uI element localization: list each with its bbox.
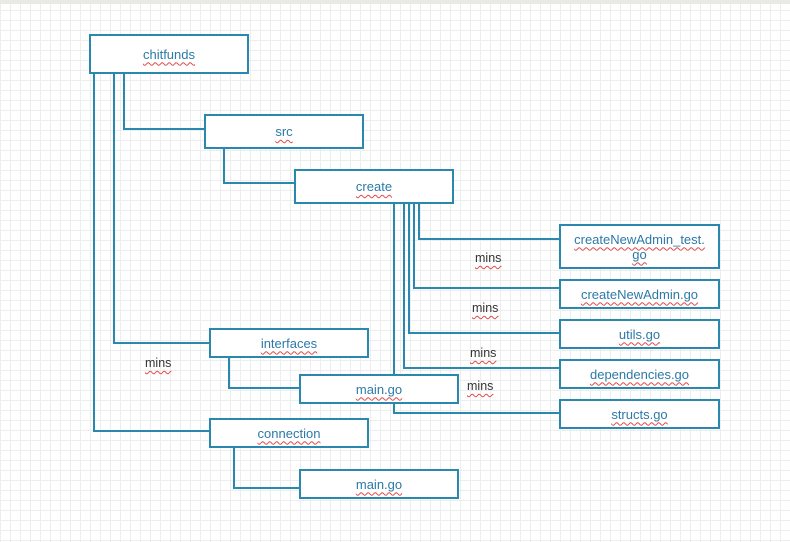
file-dependencies-label: dependencies.go [589,366,690,382]
file-createnewadmin-label: createNewAdmin.go [580,286,699,302]
folder-src[interactable]: src [204,114,364,149]
annotation-mins-dependencies: mins [470,346,497,360]
file-structs[interactable]: structs.go [559,399,720,429]
connector-chitfunds-connection [93,74,209,432]
folder-chitfunds-label: chitfunds [142,46,196,62]
folder-create-label: create [355,179,393,194]
connector-create-structs [393,204,559,414]
file-createnewadmin-test[interactable]: createNewAdmin_test. go [559,224,720,269]
folder-interfaces-label: interfaces [260,335,318,351]
file-structs-label: structs.go [611,406,668,422]
connector-src-create [223,149,294,184]
file-createnewadmin[interactable]: createNewAdmin.go [559,279,720,309]
folder-chitfunds[interactable]: chitfunds [89,34,249,74]
file-connection-main-label: main.go [355,476,403,492]
connector-interfaces-main [228,358,299,389]
connector-chitfunds-src [123,74,204,130]
annotation-mins-interfaces: mins [145,356,172,370]
annotation-mins-structs: mins [467,379,494,393]
connector-create-admin [413,204,559,289]
file-utils[interactable]: utils.go [559,319,720,349]
top-toolbar-strip [0,0,790,4]
connector-create-utils [408,204,559,334]
annotation-mins-create-admin: mins [472,301,499,315]
file-dependencies[interactable]: dependencies.go [559,359,720,389]
file-connection-main[interactable]: main.go [299,469,459,499]
folder-src-label: src [275,124,293,139]
folder-connection[interactable]: connection [209,418,369,448]
folder-interfaces[interactable]: interfaces [209,328,369,358]
folder-create[interactable]: create [294,169,454,204]
file-utils-label: utils.go [618,326,661,342]
connector-create-dependencies [403,204,559,369]
file-createnewadmin-test-label: createNewAdmin_test. go [574,231,705,262]
folder-connection-label: connection [257,425,321,441]
file-interfaces-main-label: main.go [355,381,403,397]
connector-connection-main [233,448,299,489]
file-interfaces-main[interactable]: main.go [299,374,459,404]
connector-chitfunds-interfaces [113,74,209,344]
connector-create-test [418,204,559,240]
annotation-mins-create-test: mins [475,251,502,265]
